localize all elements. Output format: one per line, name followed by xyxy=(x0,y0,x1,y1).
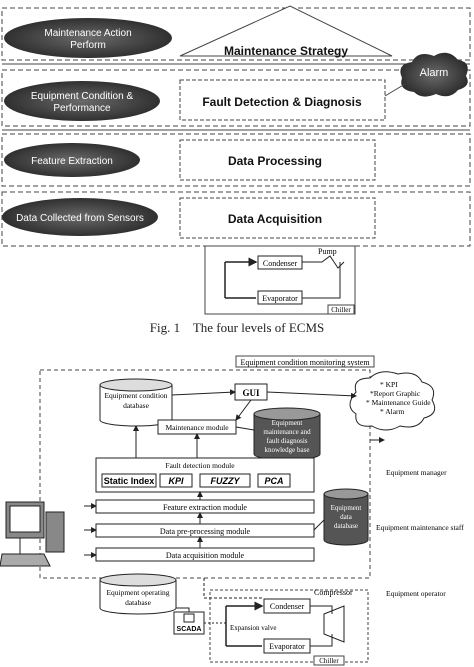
eqdb-line3: database xyxy=(334,522,358,530)
level4-ellipse-line1: Data Collected from Sensors xyxy=(16,213,144,224)
maintenance-module-label: Maintenance module xyxy=(165,423,229,432)
gui-label: GUI xyxy=(242,388,260,398)
level2-ellipse xyxy=(4,81,160,121)
chiller2-tag xyxy=(313,655,345,666)
computer-icon xyxy=(0,501,65,567)
flow-arrows xyxy=(84,389,357,599)
method-kpi xyxy=(159,473,193,488)
operating-database: Equipment operating database xyxy=(99,573,177,615)
evaporator2-label: Evaporator xyxy=(269,642,305,651)
kb-line1: Equipment xyxy=(272,419,303,427)
method-pca-label: PCA xyxy=(264,476,283,486)
preprocess-module-label: Data pre-processing module xyxy=(160,527,251,536)
alarm-label: Alarm xyxy=(420,67,449,79)
chiller-label: Chiller xyxy=(331,306,351,314)
data-acquisition-label: Data Acquisition xyxy=(228,212,322,226)
maintenance-strategy-triangle xyxy=(179,5,393,57)
operating-db-link xyxy=(176,607,190,612)
data-acquisition-box xyxy=(179,197,376,239)
system-label-box xyxy=(235,355,375,368)
fig2-plant: Condenser Evaporator Compressor Expansio… xyxy=(204,588,369,666)
outputs-cloud-icon xyxy=(349,371,436,431)
plant-frame xyxy=(204,245,356,315)
fault-detection-label: Fault Detection & Diagnosis xyxy=(202,95,362,109)
output-kpi: * KPI xyxy=(380,380,398,389)
knowledge-base: Equipment maintenance and fault diagnosi… xyxy=(253,407,321,461)
level2-ellipse-line2: Performance xyxy=(53,103,111,114)
role-manager: Equipment manager xyxy=(386,468,447,477)
role-maintenance: Equipment maintenance staff xyxy=(376,523,464,532)
scada-icon xyxy=(183,613,195,623)
method-pca xyxy=(257,473,291,488)
evaporator-label: Evaporator xyxy=(262,294,298,303)
condition-db-line1: Equipment condition xyxy=(104,391,167,400)
opdb-line2: database xyxy=(125,598,151,607)
output-alarm: * Alarm xyxy=(380,407,405,416)
method-static-index xyxy=(101,473,157,488)
method-kpi-label: KPI xyxy=(168,476,184,486)
level1-ellipse-line2: Perform xyxy=(70,40,106,51)
feature-module-label: Feature extraction module xyxy=(163,503,247,512)
alarm-cloud-icon xyxy=(400,52,468,97)
fig1: Maintenance Action Perform Equipment Con… xyxy=(1,5,471,335)
valve-label: Expansion valve xyxy=(230,624,276,632)
level-frames xyxy=(1,7,471,247)
output-guide: * Maintenance Guide xyxy=(366,398,431,407)
chiller2-label: Chiller xyxy=(319,657,339,665)
fault-detection-box xyxy=(179,79,386,121)
eqdb-line2: data xyxy=(340,513,353,521)
chiller-tag xyxy=(327,304,355,315)
equipment-database: Equipment data database xyxy=(323,488,369,546)
system-label: Equipment condition monitoring system xyxy=(240,358,370,367)
level1-ellipse xyxy=(4,18,172,58)
system-frame xyxy=(39,369,371,579)
maintenance-strategy-label: Maintenance Strategy xyxy=(224,44,348,58)
pump-label: Pump xyxy=(318,247,337,256)
method-fuzzy-label: FUZZY xyxy=(211,476,241,486)
fig2: Equipment condition monitoring system Eq… xyxy=(0,355,464,666)
method-static-index-label: Static Index xyxy=(104,476,155,486)
method-fuzzy xyxy=(199,473,251,488)
role-operator: Equipment operator xyxy=(386,589,446,598)
level1-ellipse-line1: Maintenance Action xyxy=(44,28,131,39)
kb-line3: fault diagnosis xyxy=(266,437,307,445)
kb-line4: knowledge base xyxy=(265,446,310,454)
output-report: *Report Graphic xyxy=(370,389,421,398)
kb-line2: maintenance and xyxy=(263,428,311,436)
opdb-line1: Equipment operating xyxy=(106,588,169,597)
condition-database: Equipment condition database xyxy=(99,378,173,427)
level2-ellipse-line1: Equipment Condition & xyxy=(31,91,134,102)
data-processing-box xyxy=(179,139,376,181)
level3-ellipse-line1: Feature Extraction xyxy=(31,156,113,167)
eqdb-line1: Equipment xyxy=(331,504,362,512)
condition-db-line2: database xyxy=(123,401,149,410)
data-processing-label: Data Processing xyxy=(228,154,322,168)
alarm-connector xyxy=(384,83,406,97)
condenser2-label: Condenser xyxy=(270,602,305,611)
fig1-plant: Condenser Evaporator Pump Chiller xyxy=(204,245,356,315)
level3-ellipse xyxy=(4,143,140,177)
compressor-shape xyxy=(323,605,345,643)
fault-module-label: Fault detection module xyxy=(165,461,235,470)
acquisition-module-label: Data acquisition module xyxy=(166,551,245,560)
scada-label: SCADA xyxy=(177,626,202,633)
condenser-label: Condenser xyxy=(263,259,298,268)
compressor-label: Compressor xyxy=(314,588,353,597)
level4-ellipse xyxy=(2,198,158,236)
fig1-caption: Fig. 1 The four levels of ECMS xyxy=(150,320,325,335)
